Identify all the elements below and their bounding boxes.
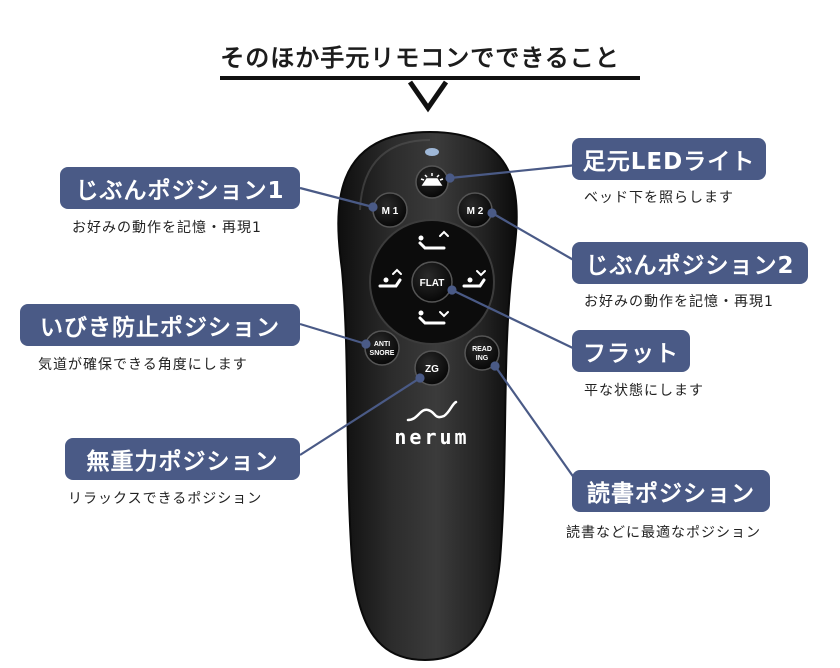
page-title: そのほか手元リモコンでできること: [220, 44, 620, 72]
brand-logo: nerum: [394, 425, 469, 449]
callout-m1-desc: お好みの動作を記憶・再現1: [72, 220, 262, 236]
anti-snore-button: [364, 330, 400, 366]
callout-flat-title: フラット: [572, 330, 690, 372]
reading-label-2: ING: [476, 355, 489, 362]
anti-snore-label-2: SNORE: [370, 350, 395, 357]
callout-light-desc: ベッド下を照らします: [584, 190, 734, 206]
head-down-icon: [418, 310, 449, 325]
callout-m2-desc: お好みの動作を記憶・再現1: [584, 294, 774, 310]
reading-button: [464, 335, 500, 371]
flat-button-label: FLAT: [420, 278, 445, 289]
logo-wave-icon: [406, 400, 458, 422]
callout-anti-snore-title: いびき防止ポジション: [20, 304, 300, 346]
led-indicator: [425, 148, 439, 156]
callout-m2-title: じぶんポジション2: [572, 242, 808, 284]
callout-flat-desc: 平な状態にします: [584, 383, 704, 399]
foot-down-icon: [462, 270, 486, 288]
callout-zero-gravity-desc: リラックスできるポジション: [68, 491, 263, 507]
reading-label-1: READ: [472, 346, 492, 353]
title-underline: [220, 76, 640, 80]
callout-zero-gravity-title: 無重力ポジション: [65, 438, 300, 480]
foot-up-icon: [378, 268, 402, 288]
lamp-icon: [420, 173, 444, 186]
callout-reading-title: 読書ポジション: [572, 470, 770, 512]
zg-button-label: ZG: [425, 364, 439, 375]
leader-lines: [299, 163, 578, 483]
callout-m1-title: じぶんポジション1: [60, 167, 300, 209]
head-up-icon: [418, 230, 449, 250]
flat-button: [411, 261, 453, 303]
callout-anti-snore-desc: 気道が確保できる角度にします: [38, 357, 248, 373]
anti-snore-label-1: ANTI: [374, 341, 390, 348]
m2-button-label: M 2: [467, 206, 484, 217]
chevron-down-icon: [408, 80, 448, 113]
m1-button-label: M 1: [382, 206, 399, 217]
callout-light-title: 足元LEDライト: [572, 138, 766, 180]
callout-reading-desc: 読書などに最適なポジション: [566, 525, 761, 541]
